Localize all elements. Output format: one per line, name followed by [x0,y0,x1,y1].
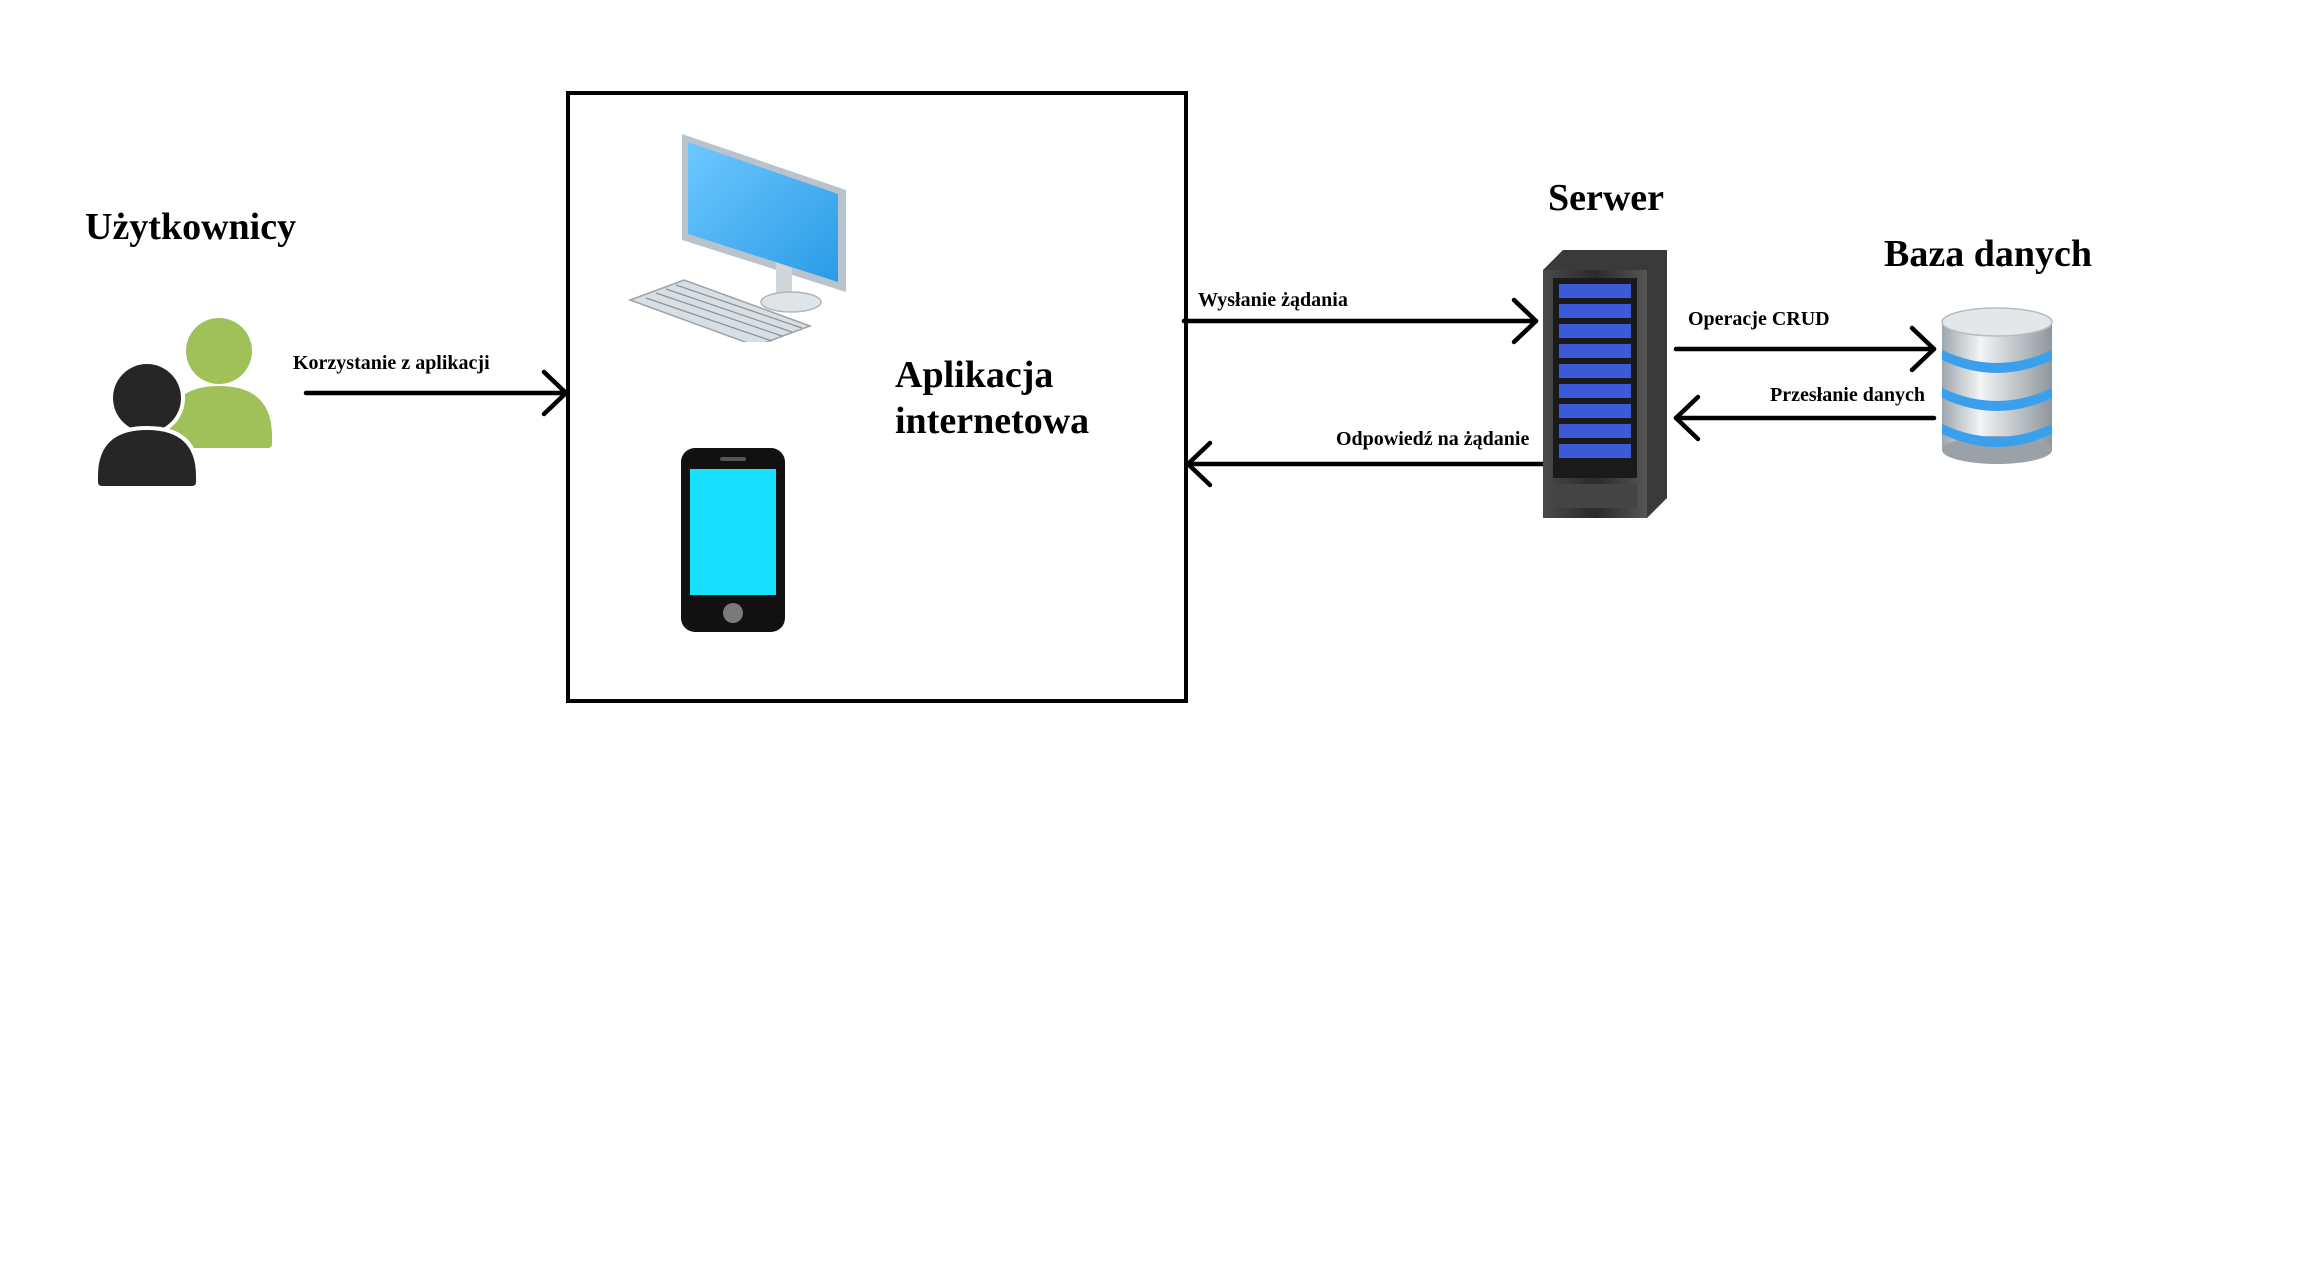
arrow-server-to-db [1673,325,1937,373]
arrow-app-to-server [1181,297,1539,345]
edge-label-app-to-server: Wysłanie żądania [1198,289,1348,311]
web-app-label-line1: Aplikacja [895,354,1054,396]
arrow-db-to-server [1673,394,1937,442]
server-title: Serwer [1548,177,1665,219]
desktop-computer-icon [627,134,846,342]
users-title: Użytkownicy [85,206,297,248]
arrow-server-to-app [1185,440,1551,488]
server-rack-icon [1543,250,1667,518]
edge-label-users-to-app: Korzystanie z aplikacji [293,352,490,374]
web-app-label: Aplikacja internetowa [895,352,1089,444]
web-app-box [566,91,1188,703]
edge-label-server-to-db: Operacje CRUD [1688,308,1830,330]
smartphone-icon [681,448,785,632]
web-app-label-line2: internetowa [895,400,1090,442]
edge-label-server-to-app: Odpowiedź na żądanie [1336,428,1530,450]
database-icon [1941,307,2053,464]
users-icon [94,318,272,490]
database-title: Baza danych [1884,233,2092,275]
edge-label-db-to-server: Przesłanie danych [1770,384,1925,406]
arrow-users-to-app [303,369,569,417]
